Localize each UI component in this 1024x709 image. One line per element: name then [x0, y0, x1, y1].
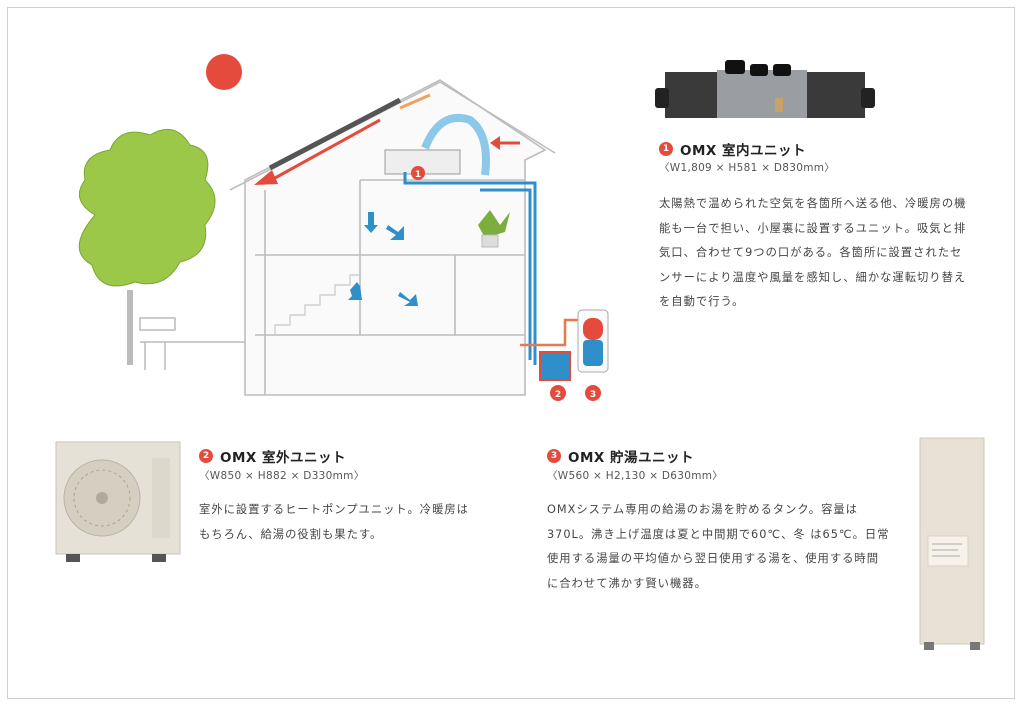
- unit-1-desc-line: 能も一台で担い、小屋裏に設置するユニット。吸気と排: [659, 221, 967, 235]
- solar-panel: [268, 97, 402, 171]
- unit-2-number: 2: [199, 449, 213, 463]
- unit-3-desc-line: 使用する湯量の平均値から翌日使用する湯を、使用する時間: [547, 552, 880, 565]
- house-diagram: 1 2 3: [78, 54, 609, 401]
- sun-icon: [206, 54, 242, 90]
- unit-1-number: 1: [659, 142, 673, 156]
- unit-3-number: 3: [547, 449, 561, 463]
- plant-icon: [478, 210, 510, 248]
- unit-2-heading: 2 OMX 室外ユニット: [199, 446, 346, 466]
- unit-1-title: OMX 室内ユニット: [680, 143, 807, 159]
- unit-2-title: OMX 室外ユニット: [220, 450, 347, 466]
- outdoor-unit-shape: [539, 351, 571, 381]
- unit-1-desc-line: ンサーにより温度や風量を感知し、細かな運転切り替え: [659, 270, 967, 284]
- indoor-unit-image: [655, 60, 875, 118]
- unit-3-desc: OMXシステム専用の給湯のお湯を貯めるタンク。容量は 370L。沸き上げ温度は夏…: [547, 498, 907, 596]
- unit-3-desc-line: 370L。沸き上げ温度は夏と中間期で60℃、冬 は65℃。日常: [547, 527, 890, 541]
- tank-shape: [577, 309, 609, 373]
- unit-1-heading: 1 OMX 室内ユニット: [659, 139, 806, 159]
- diagram-marker-2: 2: [550, 385, 566, 401]
- svg-text:3: 3: [590, 390, 596, 400]
- unit-1-desc-line: 太陽熱で温められた空気を各箇所へ送る他、冷暖房の機: [659, 197, 967, 210]
- unit-1-desc-line: 気口、合わせて9つの口がある。各箇所に設置されたセ: [659, 246, 963, 259]
- tree-icon: [78, 128, 216, 365]
- unit-2-dims: 〈W850 × H882 × D330mm〉: [199, 470, 365, 482]
- unit-3-desc-line: に合わせて沸かす賢い機器。: [547, 576, 707, 590]
- unit-3-heading: 3 OMX 貯湯ユニット: [547, 446, 694, 466]
- unit-2-desc: 室外に設置するヒートポンプユニット。冷暖房は もちろん、給湯の役割も果たす。: [199, 498, 509, 547]
- outdoor-unit-image: [55, 441, 181, 562]
- unit-2-desc-line: もちろん、給湯の役割も果たす。: [199, 527, 383, 541]
- unit-3-dims: 〈W560 × H2,130 × D630mm〉: [547, 470, 724, 482]
- unit-1-dims: 〈W1,809 × H581 × D830mm〉: [659, 162, 836, 174]
- diagram-marker-1: 1: [411, 166, 425, 180]
- house-outline: [229, 79, 556, 396]
- unit-3-title: OMX 貯湯ユニット: [568, 450, 695, 466]
- svg-text:1: 1: [415, 170, 421, 180]
- page-frame: [7, 7, 1015, 699]
- svg-text:2: 2: [555, 390, 561, 400]
- unit-1-desc: 太陽熱で温められた空気を各箇所へ送る他、冷暖房の機 能も一台で担い、小屋裏に設置…: [659, 192, 999, 315]
- diagram-marker-3: 3: [585, 385, 601, 401]
- unit-3-desc-line: OMXシステム専用の給湯のお湯を貯めるタンク。容量は: [547, 503, 858, 516]
- unit-2-desc-line: 室外に設置するヒートポンプユニット。冷暖房は: [199, 503, 469, 516]
- unit-1-desc-line: を自動で行う。: [659, 295, 745, 308]
- tank-unit-image: [919, 437, 985, 650]
